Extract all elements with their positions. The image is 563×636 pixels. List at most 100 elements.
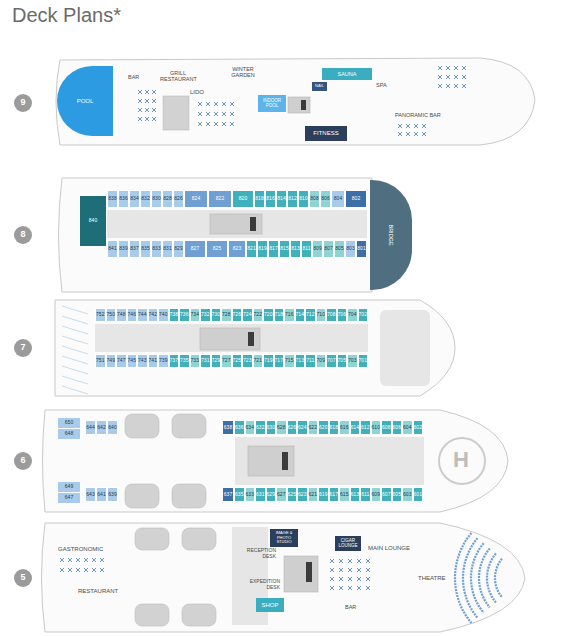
deck-9-hull [56, 58, 535, 145]
cabin-box: 721 [253, 354, 264, 368]
cabin-box: 633 [245, 487, 256, 502]
cabin-box: 640 [107, 420, 118, 435]
table-symbol [100, 568, 104, 572]
cabin-number: 712 [306, 312, 314, 318]
cabin-box: 619 [318, 487, 329, 502]
cabin-number: 644 [86, 425, 94, 431]
cabin-number: 818 [255, 196, 263, 202]
cabin-box: 750 [106, 308, 117, 322]
cabin-box: 630 [266, 420, 277, 435]
table-symbol [339, 559, 343, 563]
cabin-number: 604 [403, 425, 411, 431]
area-label: GRILL RESTAURANT [160, 70, 196, 82]
cabin-number: 609 [372, 492, 380, 498]
cabin-box: 623 [297, 487, 308, 502]
table-symbol [330, 559, 334, 563]
area-label: THEATRE [418, 575, 446, 582]
cabin-number: 641 [97, 492, 105, 498]
cabin-box: 810 [298, 190, 309, 208]
tender-boat [125, 484, 159, 508]
room-name: 648 [65, 431, 73, 437]
cabin-number: 718 [275, 312, 283, 318]
cabin-box: 636 [234, 420, 245, 435]
theatre-seating [455, 533, 471, 623]
table-symbol [446, 75, 450, 79]
table-symbol [339, 586, 343, 590]
table-symbol [339, 577, 343, 581]
table-symbol [330, 577, 334, 581]
cabin-box: 624 [297, 420, 308, 435]
cabin-box: 832 [140, 190, 151, 208]
table-symbol [230, 102, 234, 106]
room-name: POOL [77, 98, 94, 105]
cabin-number: 752 [96, 312, 104, 318]
cabin-box: 722 [253, 308, 264, 322]
table-symbol [68, 558, 72, 562]
cabin-box: 702 [358, 308, 369, 322]
room-name: 9 [20, 98, 25, 108]
room-name: 647 [65, 495, 73, 501]
cabin-box: 644 [85, 420, 96, 435]
cabin-box: 735 [179, 354, 190, 368]
cabin-box: 617 [329, 487, 340, 502]
table-symbol [76, 558, 80, 562]
table-symbol [357, 559, 361, 563]
cabin-number: 607 [382, 492, 390, 498]
cabin-box: 746 [127, 308, 138, 322]
stair-core [288, 97, 310, 113]
room-name: NAIL [315, 84, 324, 88]
cabin-box: 716 [284, 308, 295, 322]
area-label: MAIN LOUNGE [368, 545, 410, 552]
table-symbol [198, 102, 202, 106]
deck-number: 7 [14, 339, 32, 357]
table-symbol [330, 568, 334, 572]
cabin-box: 816 [265, 190, 276, 208]
cabin-box: 718 [274, 308, 285, 322]
cabin-box: 729 [211, 354, 222, 368]
cabin-box: 815 [279, 240, 290, 258]
cabin-number: 742 [149, 312, 157, 318]
cabin-box: 821 [246, 240, 257, 258]
cabin-box: 635 [234, 487, 245, 502]
cabin-box: 838 [107, 190, 118, 208]
area-label: BAR [345, 604, 356, 610]
cabin-box: 841 [107, 240, 118, 258]
cabin-number: 614 [351, 425, 359, 431]
table-symbol [60, 568, 64, 572]
cabin-number: 623 [298, 492, 306, 498]
room-box: IMAGE & PHOTO STUDIO [270, 529, 298, 547]
table-symbol [414, 132, 418, 136]
table-symbol [198, 122, 202, 126]
tender-boat [125, 414, 159, 438]
tender-boat [135, 604, 169, 626]
cabin-number: 838 [108, 196, 116, 202]
cabin-number: 743 [138, 358, 146, 364]
cabin-number: 817 [269, 246, 277, 252]
cabin-number: 806 [321, 196, 329, 202]
cabin-box: 837 [129, 240, 140, 258]
grill-counter [163, 96, 189, 130]
cabin-number: 832 [141, 196, 149, 202]
cabin-number: 735 [180, 358, 188, 364]
cabin-number: 740 [159, 312, 167, 318]
cabin-number: 632 [256, 425, 264, 431]
table-symbol [145, 108, 149, 112]
table-symbol [446, 66, 450, 70]
elevator-mark [250, 217, 256, 231]
elevator-mark [301, 100, 306, 110]
table-symbol [145, 90, 149, 94]
cabin-box: 638 [222, 420, 234, 435]
cabin-box: 703 [347, 354, 358, 368]
table-symbol [438, 84, 442, 88]
cabin-box: 823 [228, 240, 246, 258]
cabin-box: 632 [255, 420, 266, 435]
cabin-box: 830 [151, 190, 162, 208]
theatre-seating [463, 538, 478, 618]
cabin-number: 635 [235, 492, 243, 498]
cabin-box: 804 [331, 190, 345, 208]
cabin-box: 724 [242, 308, 253, 322]
cabin-number: 714 [296, 312, 304, 318]
table-symbol [406, 124, 410, 128]
cabin-box: 723 [242, 354, 253, 368]
room-box: NAIL [312, 82, 327, 91]
